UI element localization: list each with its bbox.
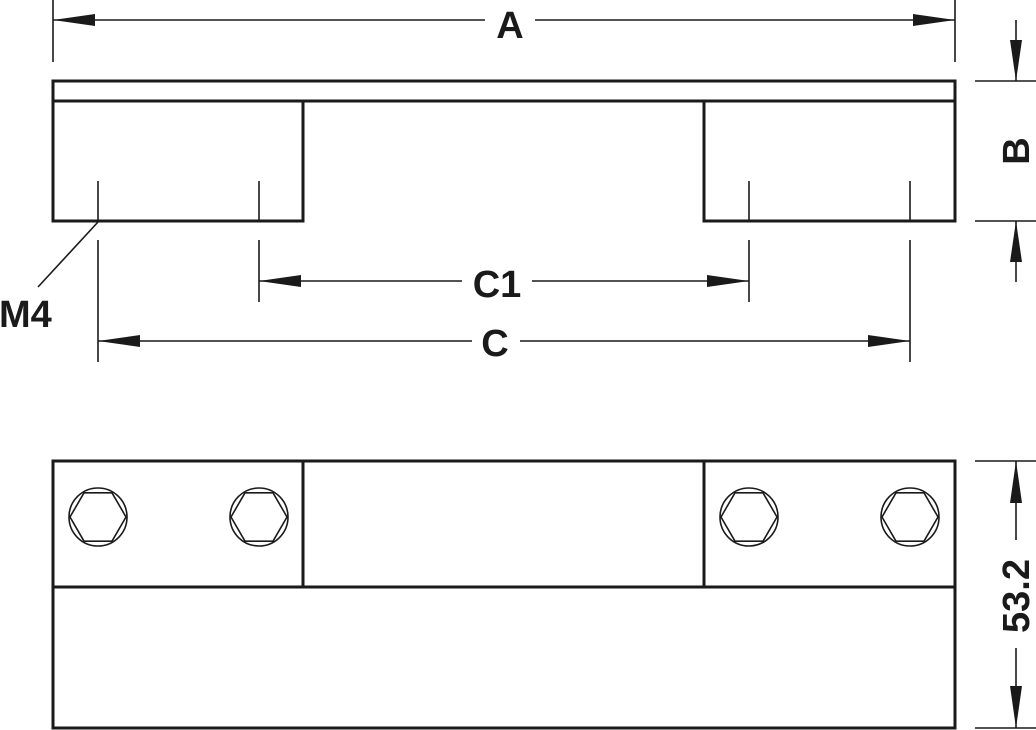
dimension-depth: 53.2 bbox=[975, 460, 1036, 729]
left-leg bbox=[51, 101, 305, 223]
label-c1: C1 bbox=[473, 264, 522, 306]
hex-screw-icon bbox=[719, 487, 779, 547]
label-53-2: 53.2 bbox=[996, 559, 1036, 633]
handle-bar-top bbox=[51, 79, 957, 103]
dimension-a: A bbox=[52, 0, 956, 62]
dimension-b: B bbox=[975, 20, 1036, 282]
label-a: A bbox=[496, 5, 523, 47]
hex-screw-icon bbox=[68, 487, 128, 547]
thread-hidden-lines bbox=[97, 181, 911, 221]
label-b: B bbox=[996, 137, 1036, 164]
dimension-c: C bbox=[98, 323, 910, 365]
handle-outline bbox=[51, 459, 957, 730]
hex-screw-icon bbox=[880, 487, 940, 547]
label-m4: M4 bbox=[0, 294, 52, 336]
front-view bbox=[51, 459, 957, 730]
label-c: C bbox=[481, 323, 508, 365]
top-view bbox=[51, 79, 957, 223]
hex-screw-icon bbox=[229, 487, 289, 547]
thread-callout: M4 bbox=[0, 221, 99, 336]
dimension-c1: C1 bbox=[259, 264, 749, 306]
right-leg bbox=[702, 101, 957, 223]
